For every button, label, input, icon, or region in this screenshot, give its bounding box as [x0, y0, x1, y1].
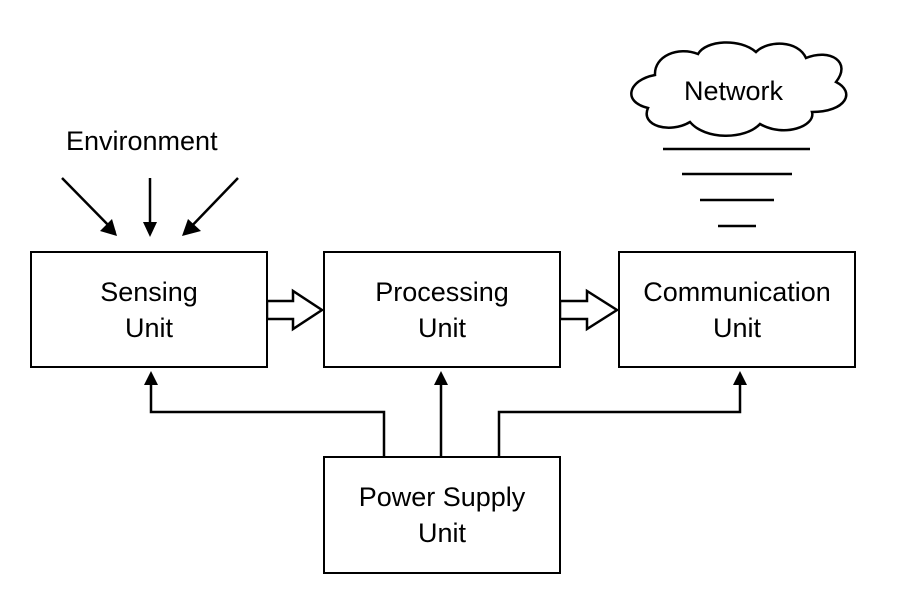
processing-to-communication-arrow: [558, 288, 620, 332]
processing-unit-title: Processing: [375, 276, 509, 307]
environment-arrow-right: [185, 177, 239, 233]
sensing-unit-title: Sensing: [100, 276, 198, 307]
power-supply-unit-subtitle: Unit: [417, 518, 466, 548]
environment-arrows: [61, 177, 239, 237]
processing-unit-subtitle: Unit: [417, 312, 466, 343]
communication-unit-box: Communication Unit: [618, 251, 856, 368]
environment-label: Environment: [66, 126, 218, 156]
power-to-communication-line: [497, 380, 742, 457]
processing-unit-box: Processing Unit: [323, 251, 561, 368]
power-supply-unit-title: Power Supply: [358, 482, 526, 512]
communication-unit-subtitle: Unit: [712, 312, 761, 343]
network-cloud-icon: [630, 41, 848, 137]
signal-lines-icon: [663, 147, 810, 228]
power-supply-unit-box: Power Supply Unit: [323, 456, 561, 574]
sensing-unit-box: Sensing Unit: [30, 251, 268, 368]
sensing-to-processing-arrow: [265, 288, 325, 332]
sensing-unit-subtitle: Unit: [124, 312, 173, 343]
environment-arrow-left: [61, 177, 116, 233]
power-to-sensing-line: [149, 380, 386, 457]
power-connectors: [149, 380, 742, 457]
network-label: Network: [684, 76, 784, 106]
communication-unit-title: Communication: [643, 276, 831, 307]
